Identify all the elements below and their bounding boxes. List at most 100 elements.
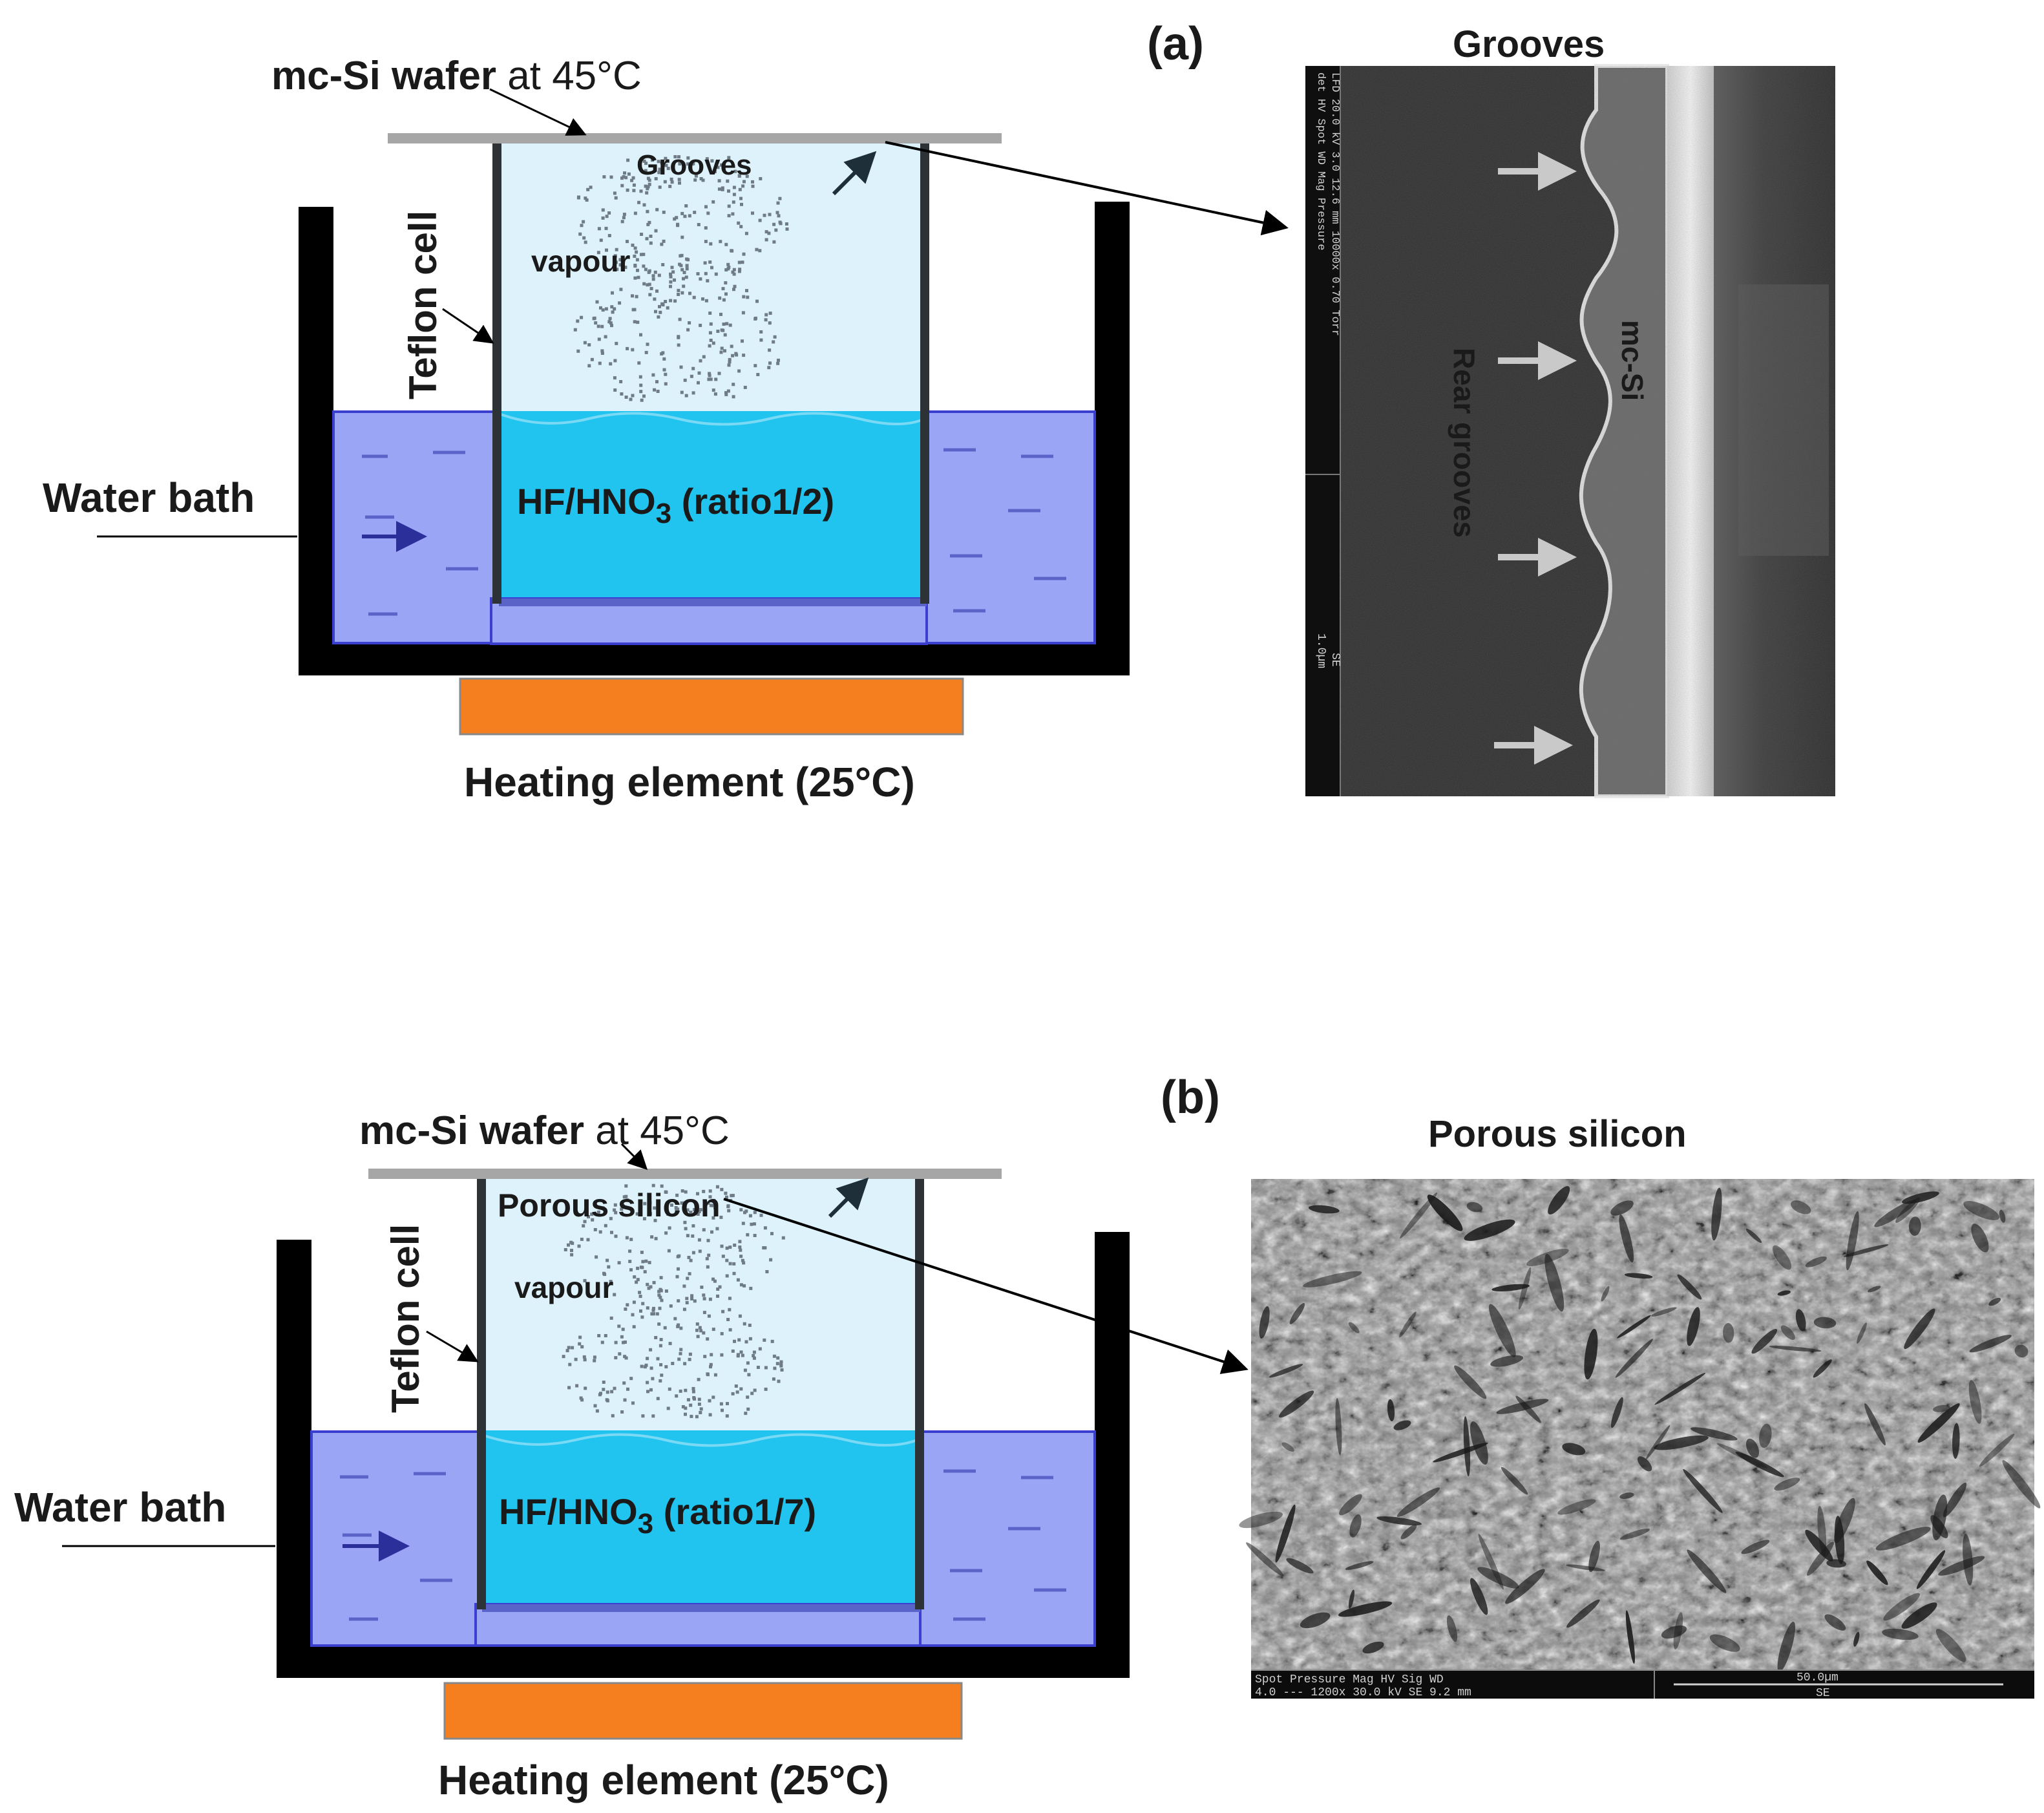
- vapour-dot: [719, 312, 722, 316]
- vapour-dot: [728, 1308, 732, 1311]
- vapour-dot: [731, 1349, 735, 1353]
- vapour-dot: [702, 1228, 706, 1232]
- vapour-dot: [716, 330, 720, 333]
- vapour-dot: [728, 357, 732, 361]
- sem-a-connector: [885, 141, 1289, 236]
- pore: [1518, 1267, 1532, 1310]
- vapour-dot: [625, 1236, 629, 1240]
- vapour-dot: [724, 242, 728, 246]
- teflon-left-wall: [492, 143, 501, 604]
- vapour-dot: [698, 1249, 702, 1253]
- vapour-dot: [633, 246, 637, 250]
- vapour-dot: [677, 288, 680, 292]
- vapour-dot: [664, 164, 668, 167]
- vapour-dot: [772, 222, 776, 226]
- vapour-dot: [591, 1218, 595, 1222]
- acid-surface-wave: [481, 1433, 921, 1447]
- panel-a-apparatus: mc-Si wafer at 45°C Teflon cell Grooves …: [43, 18, 1289, 805]
- vapour-dot: [662, 357, 666, 361]
- vapour-dot: [654, 177, 658, 180]
- vapour-dot: [649, 1366, 653, 1370]
- vapour-dot: [707, 1314, 711, 1318]
- vapour-dot: [660, 167, 664, 171]
- vapour-dot: [646, 1390, 649, 1394]
- vapour-dot: [661, 351, 665, 355]
- vapour-dot: [624, 1307, 627, 1311]
- vapour-dot: [580, 224, 584, 228]
- vapour-dot: [697, 1397, 701, 1401]
- vapour-dot: [657, 1293, 661, 1297]
- vapour-dot: [570, 1249, 573, 1253]
- panel-b-apparatus: mc-Si wafer at 45°C Teflon cell Porous s…: [14, 1072, 1249, 1803]
- vapour-dot: [684, 1227, 688, 1231]
- vapour-dot: [660, 302, 664, 306]
- vapour-dot: [677, 335, 680, 339]
- vapour-dot: [671, 270, 675, 274]
- pore: [1488, 1304, 1516, 1357]
- vapour-dot: [675, 1394, 679, 1398]
- vapour-dot: [645, 191, 649, 195]
- vapour-dot: [725, 1258, 729, 1262]
- pore: [1303, 1271, 1362, 1288]
- vapour-dot: [728, 1297, 732, 1300]
- vapour-dot: [614, 1211, 618, 1214]
- vapour-dot: [584, 196, 587, 200]
- vapour-dot: [646, 209, 649, 213]
- vapour-dot: [682, 1284, 686, 1288]
- vapour-dot: [773, 1366, 777, 1370]
- pore: [1624, 1273, 1653, 1279]
- vapour-dot: [677, 343, 680, 347]
- vapour-dot: [664, 1231, 668, 1235]
- vapour-dot: [709, 1203, 713, 1207]
- vapour-dot: [683, 215, 687, 218]
- vapour-dot: [679, 1326, 683, 1330]
- pore: [1813, 1317, 1837, 1329]
- vapour-dot: [721, 1408, 724, 1412]
- panel-b-label: (b): [1161, 1072, 1220, 1123]
- vapour-dot: [684, 275, 688, 279]
- vapour-dot: [717, 187, 721, 191]
- pore: [1844, 1244, 1889, 1257]
- vapour-dot: [706, 1238, 710, 1242]
- vapour-dot: [702, 1297, 706, 1300]
- vapour-dot: [726, 1402, 729, 1406]
- vapour-dot: [649, 287, 653, 290]
- vapour-dot: [708, 260, 712, 264]
- vapour-dot: [690, 374, 693, 378]
- vapour-dot: [600, 1341, 604, 1344]
- vapour-dot: [707, 1253, 711, 1257]
- pore: [1933, 1405, 1950, 1412]
- vapour-dot: [654, 1336, 658, 1339]
- vapour-dot: [680, 291, 684, 295]
- vapour-dot: [732, 200, 735, 204]
- vapour-dot: [677, 155, 680, 159]
- vapour-dot: [738, 187, 742, 191]
- vapour-dot: [677, 293, 680, 296]
- wafer-pointer: [489, 88, 587, 136]
- vapour-dot: [763, 1338, 766, 1342]
- pore: [1935, 1629, 1966, 1662]
- vapour-dot: [707, 377, 711, 381]
- vapour-dot: [726, 1318, 730, 1321]
- vapour-dot: [711, 200, 715, 204]
- vapour-dot: [724, 1191, 728, 1195]
- vapour-dot: [619, 380, 623, 383]
- vapour-dot: [587, 364, 591, 368]
- vapour-dot: [682, 271, 686, 275]
- vapour-dot: [744, 1340, 748, 1344]
- vapour-dot: [755, 299, 759, 303]
- vapour-dot: [705, 1256, 709, 1260]
- vapour-dot: [726, 389, 730, 393]
- vapour-dot: [691, 1224, 695, 1228]
- vapour-dot: [711, 1216, 715, 1220]
- vapour-dot: [652, 1312, 655, 1316]
- vapour-dot: [663, 1326, 667, 1330]
- pore: [1562, 1443, 1586, 1456]
- heating-element-label: Heating element (25°C): [464, 759, 915, 805]
- vapour-dot: [613, 307, 616, 311]
- vapour-dot: [644, 184, 648, 188]
- vapour-dot: [656, 1397, 660, 1401]
- vapour-dot: [633, 320, 637, 324]
- vapour-dot: [601, 208, 605, 212]
- vapour-dot: [744, 1209, 748, 1213]
